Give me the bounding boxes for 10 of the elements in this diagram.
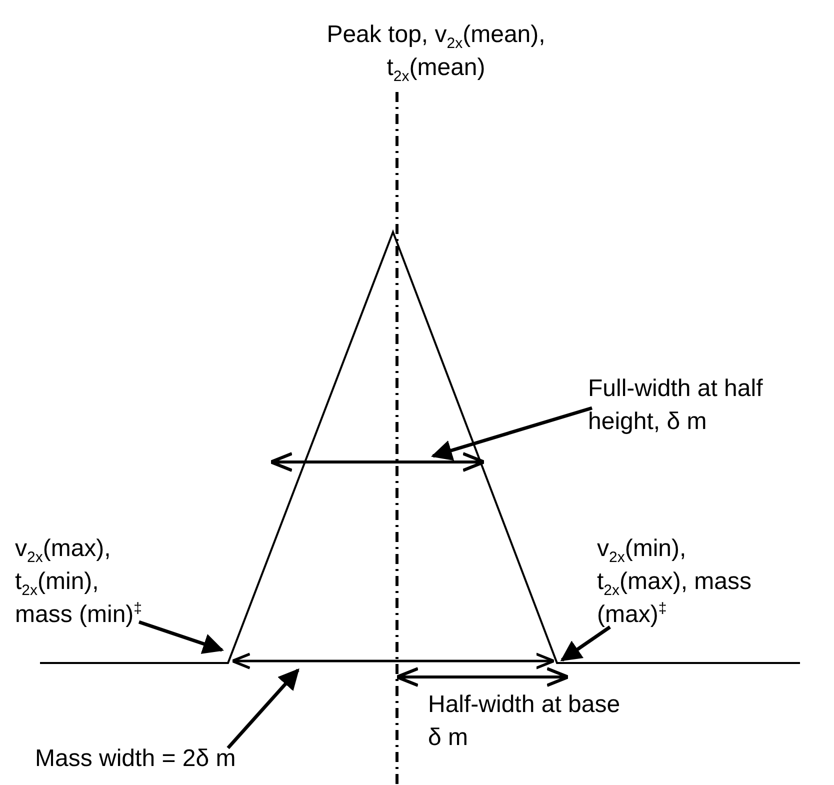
leader-arrow	[226, 668, 300, 750]
callout-text: Full-width at half height, δ m	[588, 372, 798, 438]
leader-arrow	[138, 620, 224, 654]
dimension-label: Half-width at base δ m	[428, 690, 622, 753]
leader-arrow	[431, 406, 592, 461]
peak-label: Peak top, v$_{2x}$(mean), t$_{2x}$(mean)	[326, 20, 546, 84]
callout-text: v$_{2x}$(max), t$_{2x}$(min), mass (min)$^{‡}$	[15, 532, 143, 631]
callout-text: Mass width = 2δ m	[35, 742, 250, 775]
callout-text: v$_{2x}$(min), t$_{2x}$(max), mass (max)$^{‡}$	[597, 532, 757, 631]
leader-arrow	[560, 626, 611, 662]
